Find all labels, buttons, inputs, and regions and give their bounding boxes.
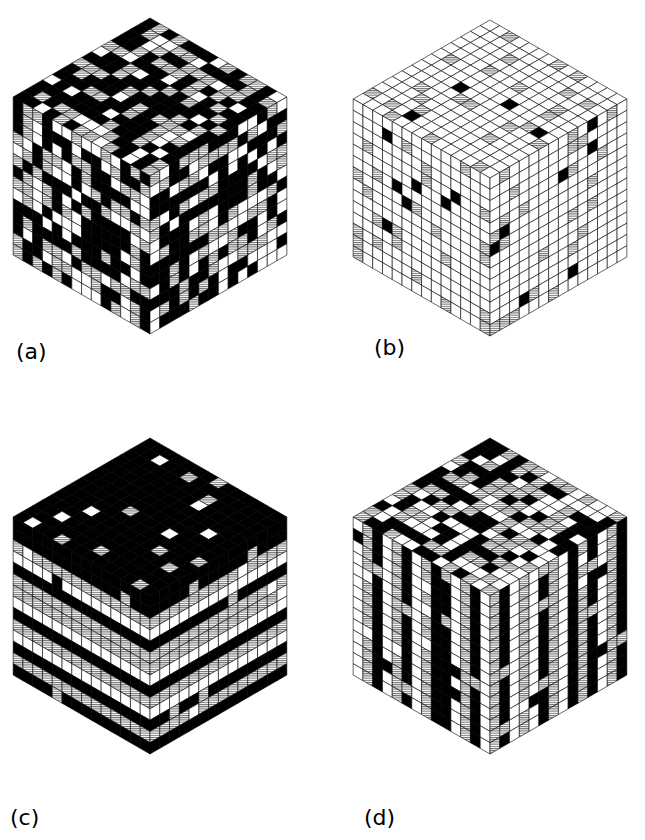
lattice-cell <box>150 317 160 334</box>
lattice-cell <box>267 249 277 266</box>
lattice-cell <box>451 302 461 319</box>
lattice-cell <box>461 308 471 325</box>
lattice-cell <box>91 709 101 726</box>
lattice-cell <box>480 319 490 336</box>
lattice-cell <box>189 715 199 732</box>
lattice-cell <box>277 664 287 681</box>
lattice-cell <box>33 255 43 272</box>
lattice-cell <box>121 726 131 743</box>
lattice-cell <box>170 726 180 743</box>
lattice-cell <box>422 285 432 302</box>
lattice-cell <box>199 709 209 726</box>
lattice-cell <box>549 285 559 302</box>
lattice-cell <box>228 692 238 709</box>
lattice-cell <box>248 261 258 278</box>
lattice-cell <box>277 244 287 261</box>
lattice-cell <box>519 302 529 319</box>
lattice-cell <box>373 257 383 274</box>
lattice-cell <box>238 266 248 283</box>
lattice-cell <box>179 720 189 737</box>
lattice-cell <box>412 280 422 297</box>
lattice-cell <box>568 274 578 291</box>
lattice-cell <box>539 291 549 308</box>
lattice-cell <box>588 263 598 280</box>
lattice-cell <box>392 268 402 285</box>
lattice-cell <box>267 669 277 686</box>
lattice-cell <box>101 295 111 312</box>
lattice-cell <box>490 319 500 336</box>
lattice-cell <box>199 289 209 306</box>
lattice-cell <box>111 720 121 737</box>
lattice-cube <box>13 438 287 754</box>
lattice-cell <box>209 703 219 720</box>
lattice-cell <box>209 283 219 300</box>
lattice-cell <box>228 272 238 289</box>
lattice-cell <box>529 297 539 314</box>
lattice-cell <box>130 731 140 748</box>
lattice-cell <box>23 249 33 266</box>
lattice-cell <box>510 308 520 325</box>
lattice-cell <box>218 698 228 715</box>
lattice-cell <box>42 261 52 278</box>
lattice-cell <box>91 289 101 306</box>
lattice-cell <box>238 686 248 703</box>
lattice-cell <box>258 255 268 272</box>
lattice-cell <box>170 306 180 323</box>
lattice-cell <box>140 317 150 334</box>
lattice-cell <box>52 266 62 283</box>
lattice-cell <box>258 675 268 692</box>
lattice-cell <box>402 274 412 291</box>
lattice-cell <box>121 306 131 323</box>
lattice-cell <box>363 251 373 268</box>
lattice-cell <box>23 669 33 686</box>
lattice-cell <box>52 686 62 703</box>
lattice-cell <box>72 278 82 295</box>
lattice-cell <box>189 295 199 312</box>
lattice-cell <box>558 280 568 297</box>
lattice-cell <box>179 300 189 317</box>
lattice-cell <box>150 737 160 754</box>
lattice-cell <box>13 664 23 681</box>
lattice-cube <box>353 20 627 336</box>
lattice-cell <box>607 251 617 268</box>
lattice-cell <box>431 291 441 308</box>
lattice-cell <box>42 681 52 698</box>
lattice-cell <box>500 313 510 330</box>
lattice-cell <box>62 272 72 289</box>
lattice-cell <box>470 313 480 330</box>
lattice-cell <box>578 268 588 285</box>
lattice-cell <box>160 311 170 328</box>
lattice-cell <box>82 283 92 300</box>
lattice-cell <box>13 244 23 261</box>
lattice-cell <box>111 300 121 317</box>
lattice-cell <box>353 664 363 681</box>
lattice-cell <box>82 703 92 720</box>
lattice-cell <box>382 263 392 280</box>
lattice-cell <box>33 675 43 692</box>
lattice-cell <box>218 278 228 295</box>
lattice-cell <box>160 731 170 748</box>
lattice-cube <box>353 438 627 754</box>
lattice-cube <box>13 18 287 334</box>
lattice-cell <box>248 681 258 698</box>
lattice-cell <box>598 257 608 274</box>
lattice-cell <box>617 246 627 263</box>
lattice-cell <box>101 715 111 732</box>
lattice-cell <box>130 311 140 328</box>
lattice-cell <box>62 692 72 709</box>
lattice-cell <box>363 669 373 686</box>
lattice-cell <box>353 246 363 263</box>
lattice-cell <box>441 297 451 314</box>
lattice-cell <box>72 698 82 715</box>
lattice-cell <box>140 737 150 754</box>
